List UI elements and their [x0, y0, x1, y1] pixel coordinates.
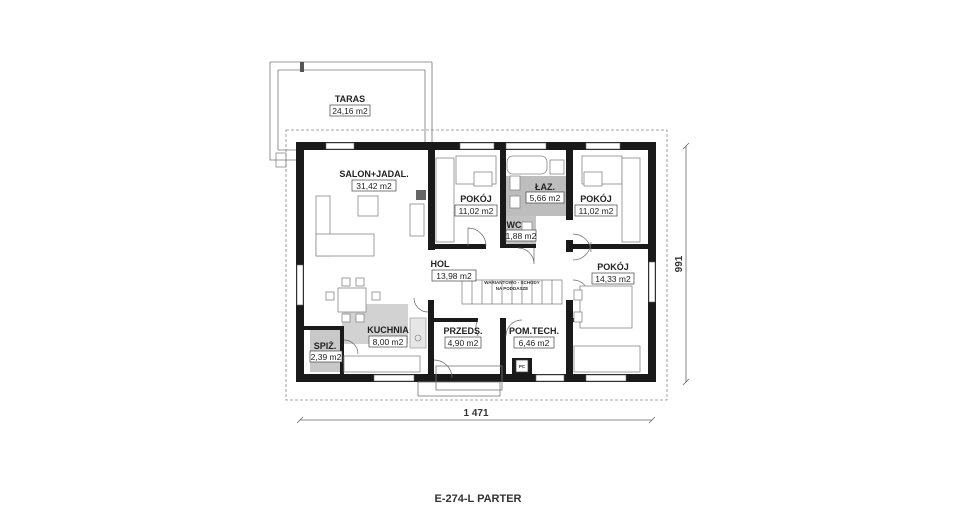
room-name-przeds: PRZEDS.: [443, 326, 482, 336]
height-value: 991: [674, 255, 685, 272]
room-area-pomtech: 6,46 m2: [519, 338, 550, 348]
room-name-pokoj3: POKÓJ: [597, 261, 629, 272]
room-area-kuchnia: 8,00 m2: [373, 337, 404, 347]
room-area-laz: 5,66 m2: [530, 193, 561, 203]
bedroom2-furniture: [581, 155, 641, 243]
room-area-pokoj3: 14,33 m2: [595, 274, 631, 284]
pc-label: PC: [519, 364, 526, 369]
room-name-pokoj2: POKÓJ: [580, 193, 612, 204]
room-area-taras: 24,16 m2: [332, 106, 368, 116]
room-area-spiz: 2,39 m2: [311, 352, 342, 362]
roof-outline: [285, 129, 668, 401]
windows: [296, 142, 656, 382]
room-name-hol: HOL: [431, 259, 451, 269]
room-area-wc: 1,88 m2: [506, 231, 537, 241]
width-value: 1 471: [463, 408, 488, 419]
room-labels: TARAS 24,16 m2 SALON+JADAL. 31,42 m2 POK…: [309, 94, 635, 363]
height-dimension: 991: [674, 142, 690, 386]
stairs-note-line1: WARIANTOWO - SCHODY: [484, 280, 539, 285]
room-name-kuchnia: KUCHNIA: [367, 325, 409, 335]
stairs-note-line2: NA PODDASZE: [496, 286, 529, 291]
room-area-hol: 13,98 m2: [436, 271, 472, 281]
bedroom1-furniture: [435, 155, 497, 243]
stairs: [461, 279, 563, 305]
room-name-pomtech: POM.TECH.: [509, 326, 559, 336]
living-furniture: [315, 190, 426, 323]
room-name-laz: ŁAZ.: [535, 182, 555, 192]
terrace-post: [300, 62, 304, 72]
doors: [343, 227, 592, 379]
entrance-landing: [417, 381, 501, 397]
kitchen-units: [343, 317, 427, 373]
room-area-przeds: 4,90 m2: [448, 338, 479, 348]
plan-caption: E-274-L PARTER: [434, 493, 521, 505]
room-name-salon: SALON+JADAL.: [339, 169, 408, 179]
room-area-pokoj2: 11,02 m2: [579, 206, 614, 216]
room-area-pokoj1: 11,02 m2: [459, 206, 494, 216]
width-dimension: 1 471: [296, 408, 656, 424]
room-area-salon: 31,42 m2: [356, 181, 392, 191]
bathroom-fixtures: [506, 155, 565, 235]
pc-unit: [515, 359, 529, 373]
bedroom3-furniture: [573, 285, 641, 373]
room-name-pokoj1: POKÓJ: [460, 193, 492, 204]
room-name-wc: WC: [507, 220, 522, 230]
room-name-taras: TARAS: [335, 94, 365, 104]
terrace: [269, 61, 433, 168]
entrance-step: [435, 365, 503, 391]
room-name-spiz: SPIŻ.: [314, 341, 337, 351]
